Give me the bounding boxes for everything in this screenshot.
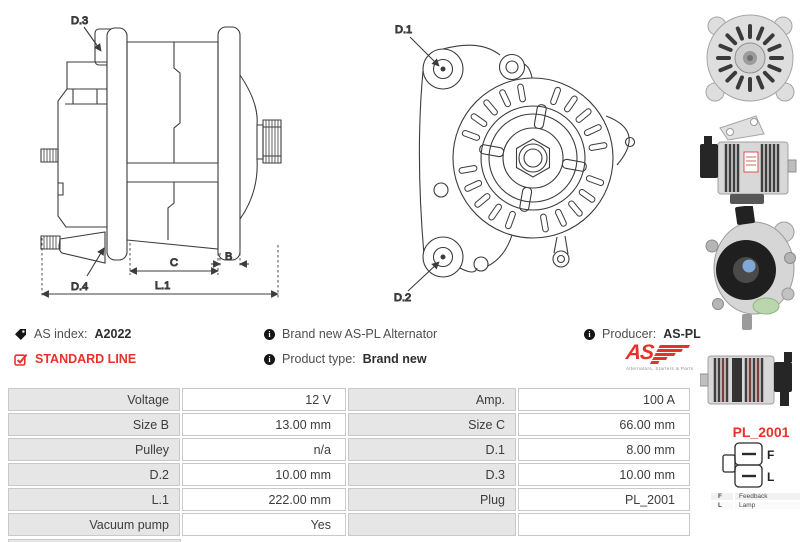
plug-legend-key: L (711, 502, 733, 510)
spec-row: Pulley n/a D.1 8.00 mm (8, 438, 690, 461)
as-index-item: AS index: A2022 (14, 327, 131, 341)
plug-legend-row-empty (711, 511, 800, 519)
tag-icon (15, 328, 26, 340)
spec-value-cell: 66.00 mm (518, 413, 690, 436)
spec-row: D.2 10.00 mm D.3 10.00 mm (8, 463, 690, 486)
spec-label-cell: Plug (348, 488, 516, 511)
spec-value-cell: 100 A (518, 388, 690, 411)
spec-label-cell: Pulley (8, 438, 180, 461)
as-pl-logo-stripes (650, 345, 691, 364)
plug-terminal-l: L (767, 470, 774, 484)
dim-label-d3: D.3 (71, 15, 88, 27)
plug-legend-row: F Feedback (711, 492, 800, 500)
spec-table: Voltage 12 V Amp. 100 A Size B 13.00 mm … (6, 386, 692, 538)
spec-label-cell: Size C (348, 413, 516, 436)
brand-new-item: Brand new AS-PL Alternator (264, 327, 437, 341)
spec-label-cell: L.1 (8, 488, 180, 511)
dim-label-b: B (225, 251, 232, 263)
spec-row: Size B 13.00 mm Size C 66.00 mm (8, 413, 690, 436)
plug-diagram: F L (722, 442, 774, 488)
spec-label-cell: Size B (8, 413, 180, 436)
spec-value-cell: 10.00 mm (518, 463, 690, 486)
spec-value-cell: 222.00 mm (182, 488, 346, 511)
spec-label-cell: Vacuum pump (8, 513, 180, 536)
spec-value-cell: 10.00 mm (182, 463, 346, 486)
spec-label-cell: D.3 (348, 463, 516, 486)
spec-value-cell: 12 V (182, 388, 346, 411)
product-type-value: Brand new (362, 352, 427, 366)
as-pl-logo-text: AS (624, 341, 655, 364)
spec-label-cell: D.2 (8, 463, 180, 486)
spec-row: L.1 222.00 mm Plug PL_2001 (8, 488, 690, 511)
dim-label-d1: D.1 (395, 24, 412, 36)
spec-value-cell (518, 513, 690, 536)
producer-item: Producer: AS-PL (584, 327, 701, 341)
spec-value-cell: PL_2001 (518, 488, 690, 511)
plug-name: PL_2001 (732, 424, 790, 440)
plug-terminal-f: F (767, 448, 774, 462)
as-index-value: A2022 (94, 327, 132, 341)
dim-label-d4: D.4 (71, 281, 88, 293)
spec-row: Voltage 12 V Amp. 100 A (8, 388, 690, 411)
plug-legend-description: Feedback (735, 492, 800, 500)
front-view-drawing: D.1 D.2 (393, 23, 690, 305)
plug-legend-row-empty (711, 521, 800, 529)
spec-label-cell (348, 513, 516, 536)
product-photo-side-plug[interactable] (700, 350, 800, 414)
dim-label-c: C (170, 257, 178, 269)
plug-legend-row: L Lamp (711, 502, 800, 510)
next-row-sliver (8, 539, 181, 542)
producer-label: Producer: (602, 327, 657, 341)
spec-value-cell: 13.00 mm (182, 413, 346, 436)
as-pl-logo: AS Alternators, Starters & Parts (624, 341, 696, 371)
side-view-drawing: D.3 D.4 C B L.1 (25, 14, 300, 305)
plug-legend: F Feedback L Lamp (711, 492, 800, 540)
dim-label-d2: D.2 (394, 292, 411, 304)
producer-value: AS-PL (663, 327, 701, 341)
plug-legend-key: F (711, 492, 733, 500)
spec-value-cell: 8.00 mm (518, 438, 690, 461)
standard-line-item: STANDARD LINE (14, 352, 136, 366)
dim-label-l1: L.1 (155, 280, 170, 292)
product-photo-vacuum-pump[interactable] (702, 206, 798, 334)
product-photo-front[interactable] (703, 8, 797, 112)
brand-new-text: Brand new AS-PL Alternator (282, 327, 438, 341)
product-type-item: Product type: Brand new (264, 352, 427, 366)
as-pl-logo-tagline: Alternators, Starters & Parts (626, 366, 694, 371)
spec-label-cell: Voltage (8, 388, 180, 411)
as-index-label: AS index: (34, 327, 88, 341)
info-icon (584, 328, 595, 340)
info-icon (264, 353, 275, 365)
product-photo-side[interactable] (700, 114, 800, 208)
spec-value-cell: Yes (182, 513, 346, 536)
spec-label-cell: D.1 (348, 438, 516, 461)
spec-label-cell: Amp. (348, 388, 516, 411)
standard-line-label: STANDARD LINE (35, 352, 137, 366)
spec-row: Vacuum pump Yes (8, 513, 690, 536)
info-icon (264, 328, 275, 340)
product-type-label: Product type: (282, 352, 356, 366)
plug-legend-description: Lamp (735, 502, 800, 510)
checkbox-check-icon (14, 353, 28, 366)
spec-value-cell: n/a (182, 438, 346, 461)
plug-legend-row-empty (711, 530, 800, 538)
